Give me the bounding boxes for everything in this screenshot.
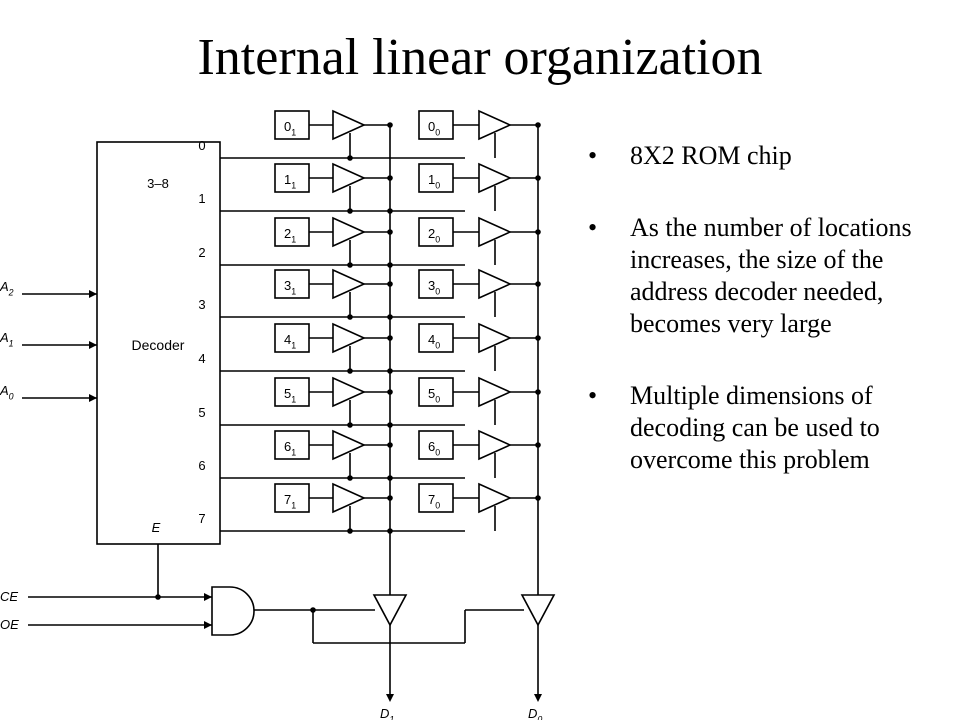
junction-dot	[347, 422, 353, 428]
tristate-buffer	[478, 482, 512, 514]
tristate-buffer	[478, 109, 512, 141]
decoder-output-number: 6	[198, 458, 205, 473]
memory-cell-label: 21	[284, 226, 296, 245]
memory-cell-label: 50	[428, 386, 440, 405]
address-input-label: A0	[0, 383, 14, 402]
junction-dot	[347, 528, 353, 534]
memory-cell-label: 30	[428, 278, 440, 297]
decoder-output-number: 1	[198, 191, 205, 206]
enable-label: E	[152, 520, 161, 535]
memory-cell-label: 00	[428, 119, 440, 138]
memory-cell-label: 71	[284, 492, 296, 511]
bullet-item: As the number of locations increases, th…	[588, 212, 948, 340]
address-arrow	[89, 290, 97, 298]
tristate-buffer	[332, 429, 366, 461]
tristate-buffer	[478, 162, 512, 194]
junction-dot	[347, 368, 353, 374]
tristate-buffer	[332, 322, 366, 354]
junction-dot	[155, 594, 161, 600]
address-arrow	[89, 394, 97, 402]
slide-title: Internal linear organization	[197, 29, 763, 86]
tristate-buffer	[478, 322, 512, 354]
ce-label: CE	[0, 589, 18, 604]
memory-cell-label: 20	[428, 226, 440, 245]
output-buffer-d0	[520, 594, 556, 627]
address-arrow	[89, 341, 97, 349]
decoder-label: Decoder	[132, 337, 185, 353]
memory-cell-label: 40	[428, 332, 440, 351]
decoder-output-number: 7	[198, 511, 205, 526]
bullet-item: Multiple dimensions of decoding can be u…	[588, 380, 948, 476]
junction-dot	[347, 262, 353, 268]
memory-cell-label: 70	[428, 492, 440, 511]
bullet-list: 8X2 ROM chip As the number of locations …	[588, 140, 948, 516]
memory-cell-label: 11	[284, 172, 296, 191]
decoder-output-number: 2	[198, 245, 205, 260]
tristate-buffer	[332, 268, 366, 300]
junction-dot	[347, 155, 353, 161]
oe-label: OE	[0, 617, 19, 632]
address-input-label: A1	[0, 330, 14, 349]
data-output-arrow	[534, 694, 542, 702]
address-input-label: A2	[0, 279, 14, 298]
junction-dot	[347, 475, 353, 481]
decoder-output-number: 3	[198, 297, 205, 312]
memory-cell-label: 41	[284, 332, 296, 351]
tristate-buffer	[478, 268, 512, 300]
memory-cell-label: 60	[428, 439, 440, 458]
data-output-label-d1: D1	[380, 706, 394, 720]
memory-cell-label: 51	[284, 386, 296, 405]
decoder-type-label: 3–8	[147, 176, 169, 191]
bullet-item: 8X2 ROM chip	[588, 140, 948, 172]
decoder-output-number: 4	[198, 351, 205, 366]
junction-dot	[347, 314, 353, 320]
tristate-buffer	[332, 216, 366, 248]
data-output-arrow	[386, 694, 394, 702]
tristate-buffer	[332, 109, 366, 141]
decoder-output-number: 0	[198, 138, 205, 153]
tristate-buffer	[332, 482, 366, 514]
oe-arrow	[204, 621, 212, 629]
memory-cell-label: 31	[284, 278, 296, 297]
tristate-buffer	[478, 216, 512, 248]
tristate-buffer	[332, 376, 366, 408]
output-buffer-d1	[372, 594, 408, 627]
ce-arrow	[204, 593, 212, 601]
junction-dot	[347, 208, 353, 214]
and-gate	[211, 586, 255, 636]
memory-cell-label: 01	[284, 119, 296, 138]
tristate-buffer	[478, 429, 512, 461]
tristate-buffer	[478, 376, 512, 408]
decoder-output-number: 5	[198, 405, 205, 420]
data-output-label-d0: D0	[528, 706, 542, 720]
tristate-buffer	[332, 162, 366, 194]
memory-cell-label: 61	[284, 439, 296, 458]
memory-cell-label: 10	[428, 172, 440, 191]
